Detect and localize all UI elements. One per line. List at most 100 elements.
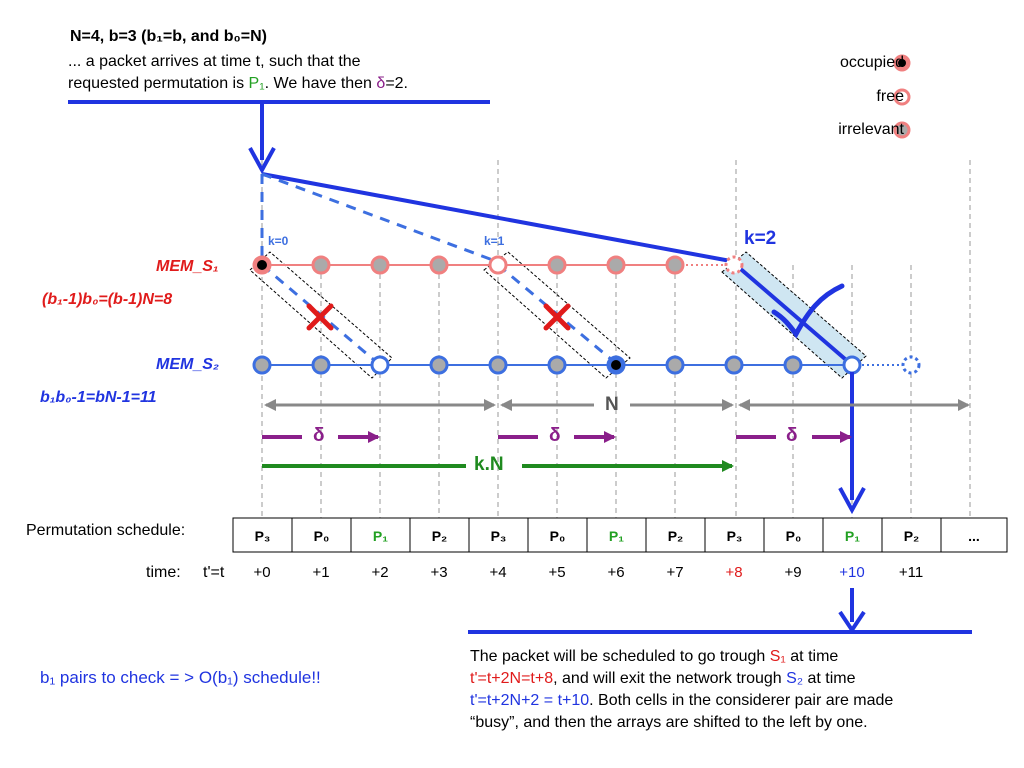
mem-s1-node [606,255,626,275]
delta-label-1: δ [313,425,325,446]
exit-arrowhead [838,487,866,515]
schedule-cell-label: P₃ [255,528,271,544]
mem-s1-node [311,255,331,275]
time-tick: +0 [253,564,271,581]
time-tick: +11 [898,564,924,581]
result-line1: The packet will be scheduled to go troug… [470,646,990,668]
result-line1-s1: S₁ [769,648,786,665]
schedule-cell-label: P₃ [727,528,743,544]
schedule-cell-label: P₁ [373,528,388,544]
schedule-cell-label: P₂ [904,528,920,544]
schedule-cell [232,517,293,553]
result-line2-time: t'=t+2N=t+8 [470,670,554,687]
schedule-cell-label: P₀ [314,528,330,544]
pair-line-k2 [734,263,854,367]
n-label: N [605,394,619,415]
header-desc-line2: requested permutation is P₁. We have the… [68,73,408,95]
result-line3: t'=t+2N+2 = t+10. Both cells in the cons… [470,690,990,712]
mem-s1-node [488,255,508,275]
reject-mark-k1 [543,303,571,331]
mem-s2-node [783,355,803,375]
legend-free: free [876,88,904,105]
legend-occupied-icon [893,54,911,72]
k1-label: k=1 [484,234,505,248]
result-line2: t'=t+2N=t+8, and will exit the network t… [470,668,990,690]
schedule-cell [527,517,588,553]
mem-s1-node [547,255,567,275]
schedule-cell [704,517,765,553]
desc-perm: P₁ [248,75,265,92]
k1-dashed-line [261,172,499,264]
result-line2-end: at time [803,670,856,687]
header-title: N=4, b=3 (b₁=b, and b₀=N) [70,28,267,45]
result-line2-suffix: , and will exit the network trough [553,670,787,687]
schedule-cell [881,517,942,553]
time-tick: +6 [607,564,625,581]
kn-label: k.N [474,454,504,475]
result-line1-suffix: at time [785,648,839,665]
time-tick: +5 [548,564,566,581]
mem-s1-node [429,255,449,275]
k0-label: k=0 [268,234,289,248]
mem-s2-node [606,355,626,375]
result-line2-s2: S₂ [786,670,804,687]
schedule-cell [940,517,1008,553]
time-label: time: [146,564,181,581]
time-tick: +1 [312,564,330,581]
time-tick: +3 [430,564,448,581]
k2-label: k=2 [744,228,777,249]
schedule-cell-label: ... [968,528,980,544]
complexity-note: b₁ pairs to check = > O(b₁) schedule!! [40,668,321,687]
mem-s2-node [429,355,449,375]
reject-mark-k0 [306,303,334,331]
accept-check-k2 [771,283,845,339]
mem-s1-node [724,255,744,275]
time-prefix: t'=t [203,564,225,581]
schedule-label: Permutation schedule: [26,522,186,539]
desc-prefix: requested permutation is [68,75,249,92]
time-tick: +4 [489,564,507,581]
schedule-cell-label: P₀ [786,528,802,544]
mem-s1-nodes [252,255,744,275]
mem-s1-label: MEM_S₁ [156,258,219,275]
arrival-arrowhead [248,147,276,175]
desc-mid: . We have then [264,75,377,92]
mem-s2-nodes [252,355,921,375]
schedule-cell-label: P₂ [668,528,684,544]
legend-occupied: occupied [839,54,904,71]
mem-s2-node [488,355,508,375]
mem-s2-node [901,355,921,375]
formula-s1: (b₁-1)b₀=(b-1)N=8 [42,291,173,308]
result-line4: “busy”, and then the arrays are shifted … [470,714,868,731]
schedule-cell-label: P₂ [432,528,448,544]
k2-solid-line [261,172,737,264]
mem-s2-node [252,355,272,375]
mem-s1-node [665,255,685,275]
legend-irrelevant: irrelevant [838,121,904,138]
mem-s2-node [547,355,567,375]
header-desc-line1: ... a packet arrives at time t, such tha… [68,53,361,70]
legend-irrelevant-icon [893,121,911,139]
header-desc: ... a packet arrives at time t, such tha… [68,51,408,95]
time-tick: +2 [371,564,389,581]
schedule-cell [822,517,883,553]
schedule-cell-label: P₀ [550,528,566,544]
mem-s2-node [311,355,331,375]
schedule-cell-label: P₃ [491,528,507,544]
result-line3-time: t'=t+2N+2 = t+10 [470,692,590,709]
desc-delta: δ [376,75,386,92]
schedule-cell [763,517,824,553]
time-tick: +9 [784,564,802,581]
mem-s2-node [370,355,390,375]
desc-suffix: =2. [385,75,408,92]
mem-s2-label: MEM_S₂ [156,356,219,373]
schedule-cell [350,517,411,553]
mem-s2-node [665,355,685,375]
time-tick: +7 [666,564,684,581]
mem-s1-node [252,255,272,275]
delta-label-3: δ [786,425,798,446]
delta-label-2: δ [549,425,561,446]
schedule-cell-label: P₁ [609,528,624,544]
